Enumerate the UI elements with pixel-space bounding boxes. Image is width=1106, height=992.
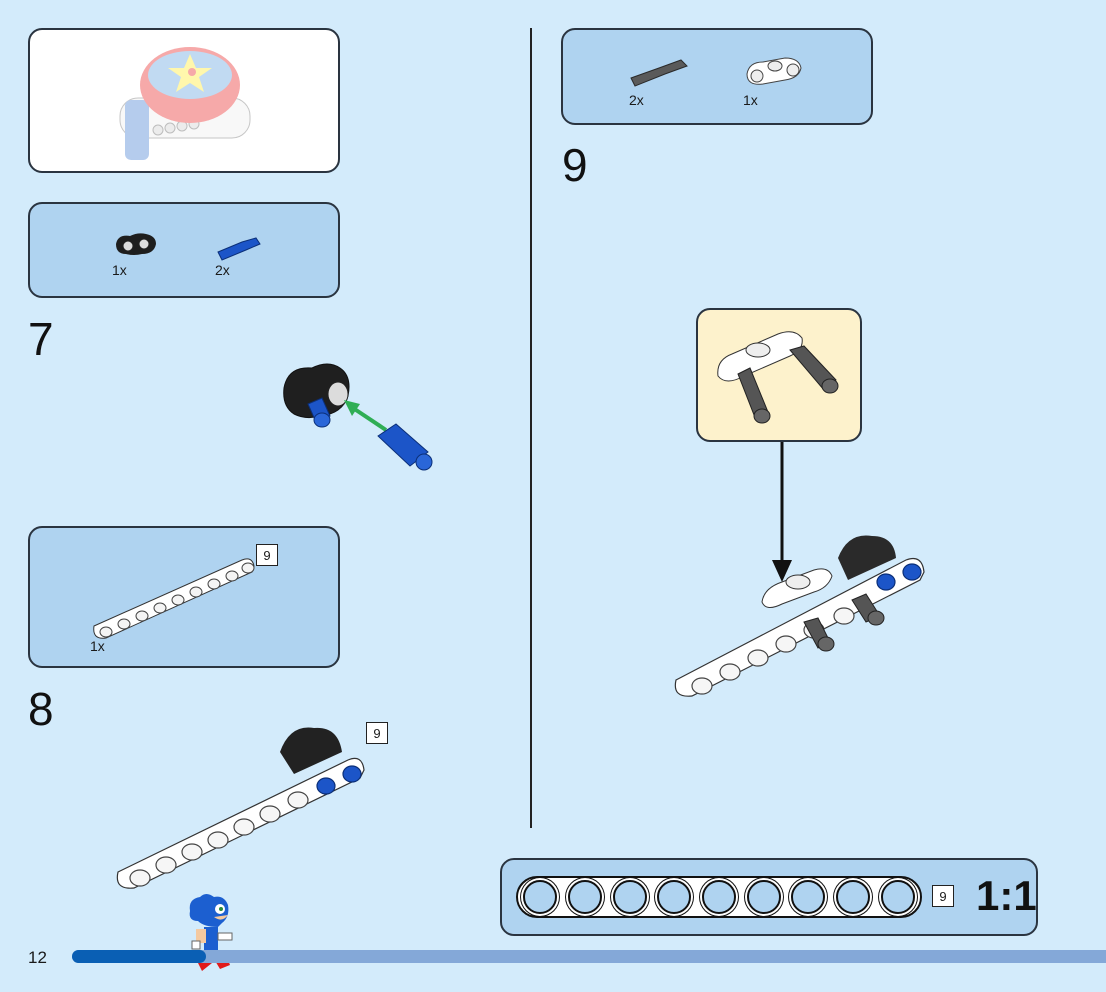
ruler-hole [568,880,602,914]
sonic-mascot-icon [189,894,233,971]
scale-ruler-panel: 9 1:1 [500,858,1038,936]
ruler-length-badge: 9 [932,885,954,907]
progress-bar [72,950,1106,963]
step-7-part-1-qty: 1x [112,262,127,278]
white-beam-icon [93,558,255,639]
step-number-7: 7 [28,313,54,365]
blue-axle-pin-icon [217,237,261,261]
ruler-holes [518,878,920,916]
step-number-8: 8 [28,683,54,735]
step-9-part-2-qty: 1x [743,92,758,108]
ruler-hole [746,880,781,914]
step-9-illustration [674,535,925,697]
step-number-9: 9 [562,139,588,191]
column-divider [530,28,532,828]
step-7-illustration [283,363,433,471]
step-7-part-2-qty: 2x [215,262,230,278]
ruler-hole [523,880,558,914]
dark-grey-axle-pin-icon [630,59,688,87]
scale-label: 1:1 [976,872,1037,919]
white-pin-connector-icon [746,57,802,85]
model-preview-panel [28,28,340,173]
model-preview-image [119,47,251,160]
step-8-part-1-qty: 1x [90,638,105,654]
placement-arrow [772,442,792,582]
black-axle-connector-icon [116,233,156,255]
subassembly-callout [696,308,862,442]
ruler-hole [836,880,870,914]
ruler-hole [791,880,826,914]
progress-fill [72,950,207,963]
step-8-parts-panel: 9 1x [28,526,340,668]
step-8-length-badge: 9 [366,722,388,744]
ruler-hole [702,880,736,914]
step-9-part-1-qty: 2x [629,92,644,108]
ruler-hole [612,880,647,914]
subassembly-image [717,331,839,424]
beam-length-badge: 9 [256,544,278,566]
step-8-illustration [116,727,365,889]
step-7-parts-panel: 1x 2x [28,202,340,298]
ruler-hole [657,880,692,914]
ruler-hole [880,880,915,914]
step-9-parts-panel: 2x 1x [561,28,873,125]
page-number: 12 [28,948,47,967]
